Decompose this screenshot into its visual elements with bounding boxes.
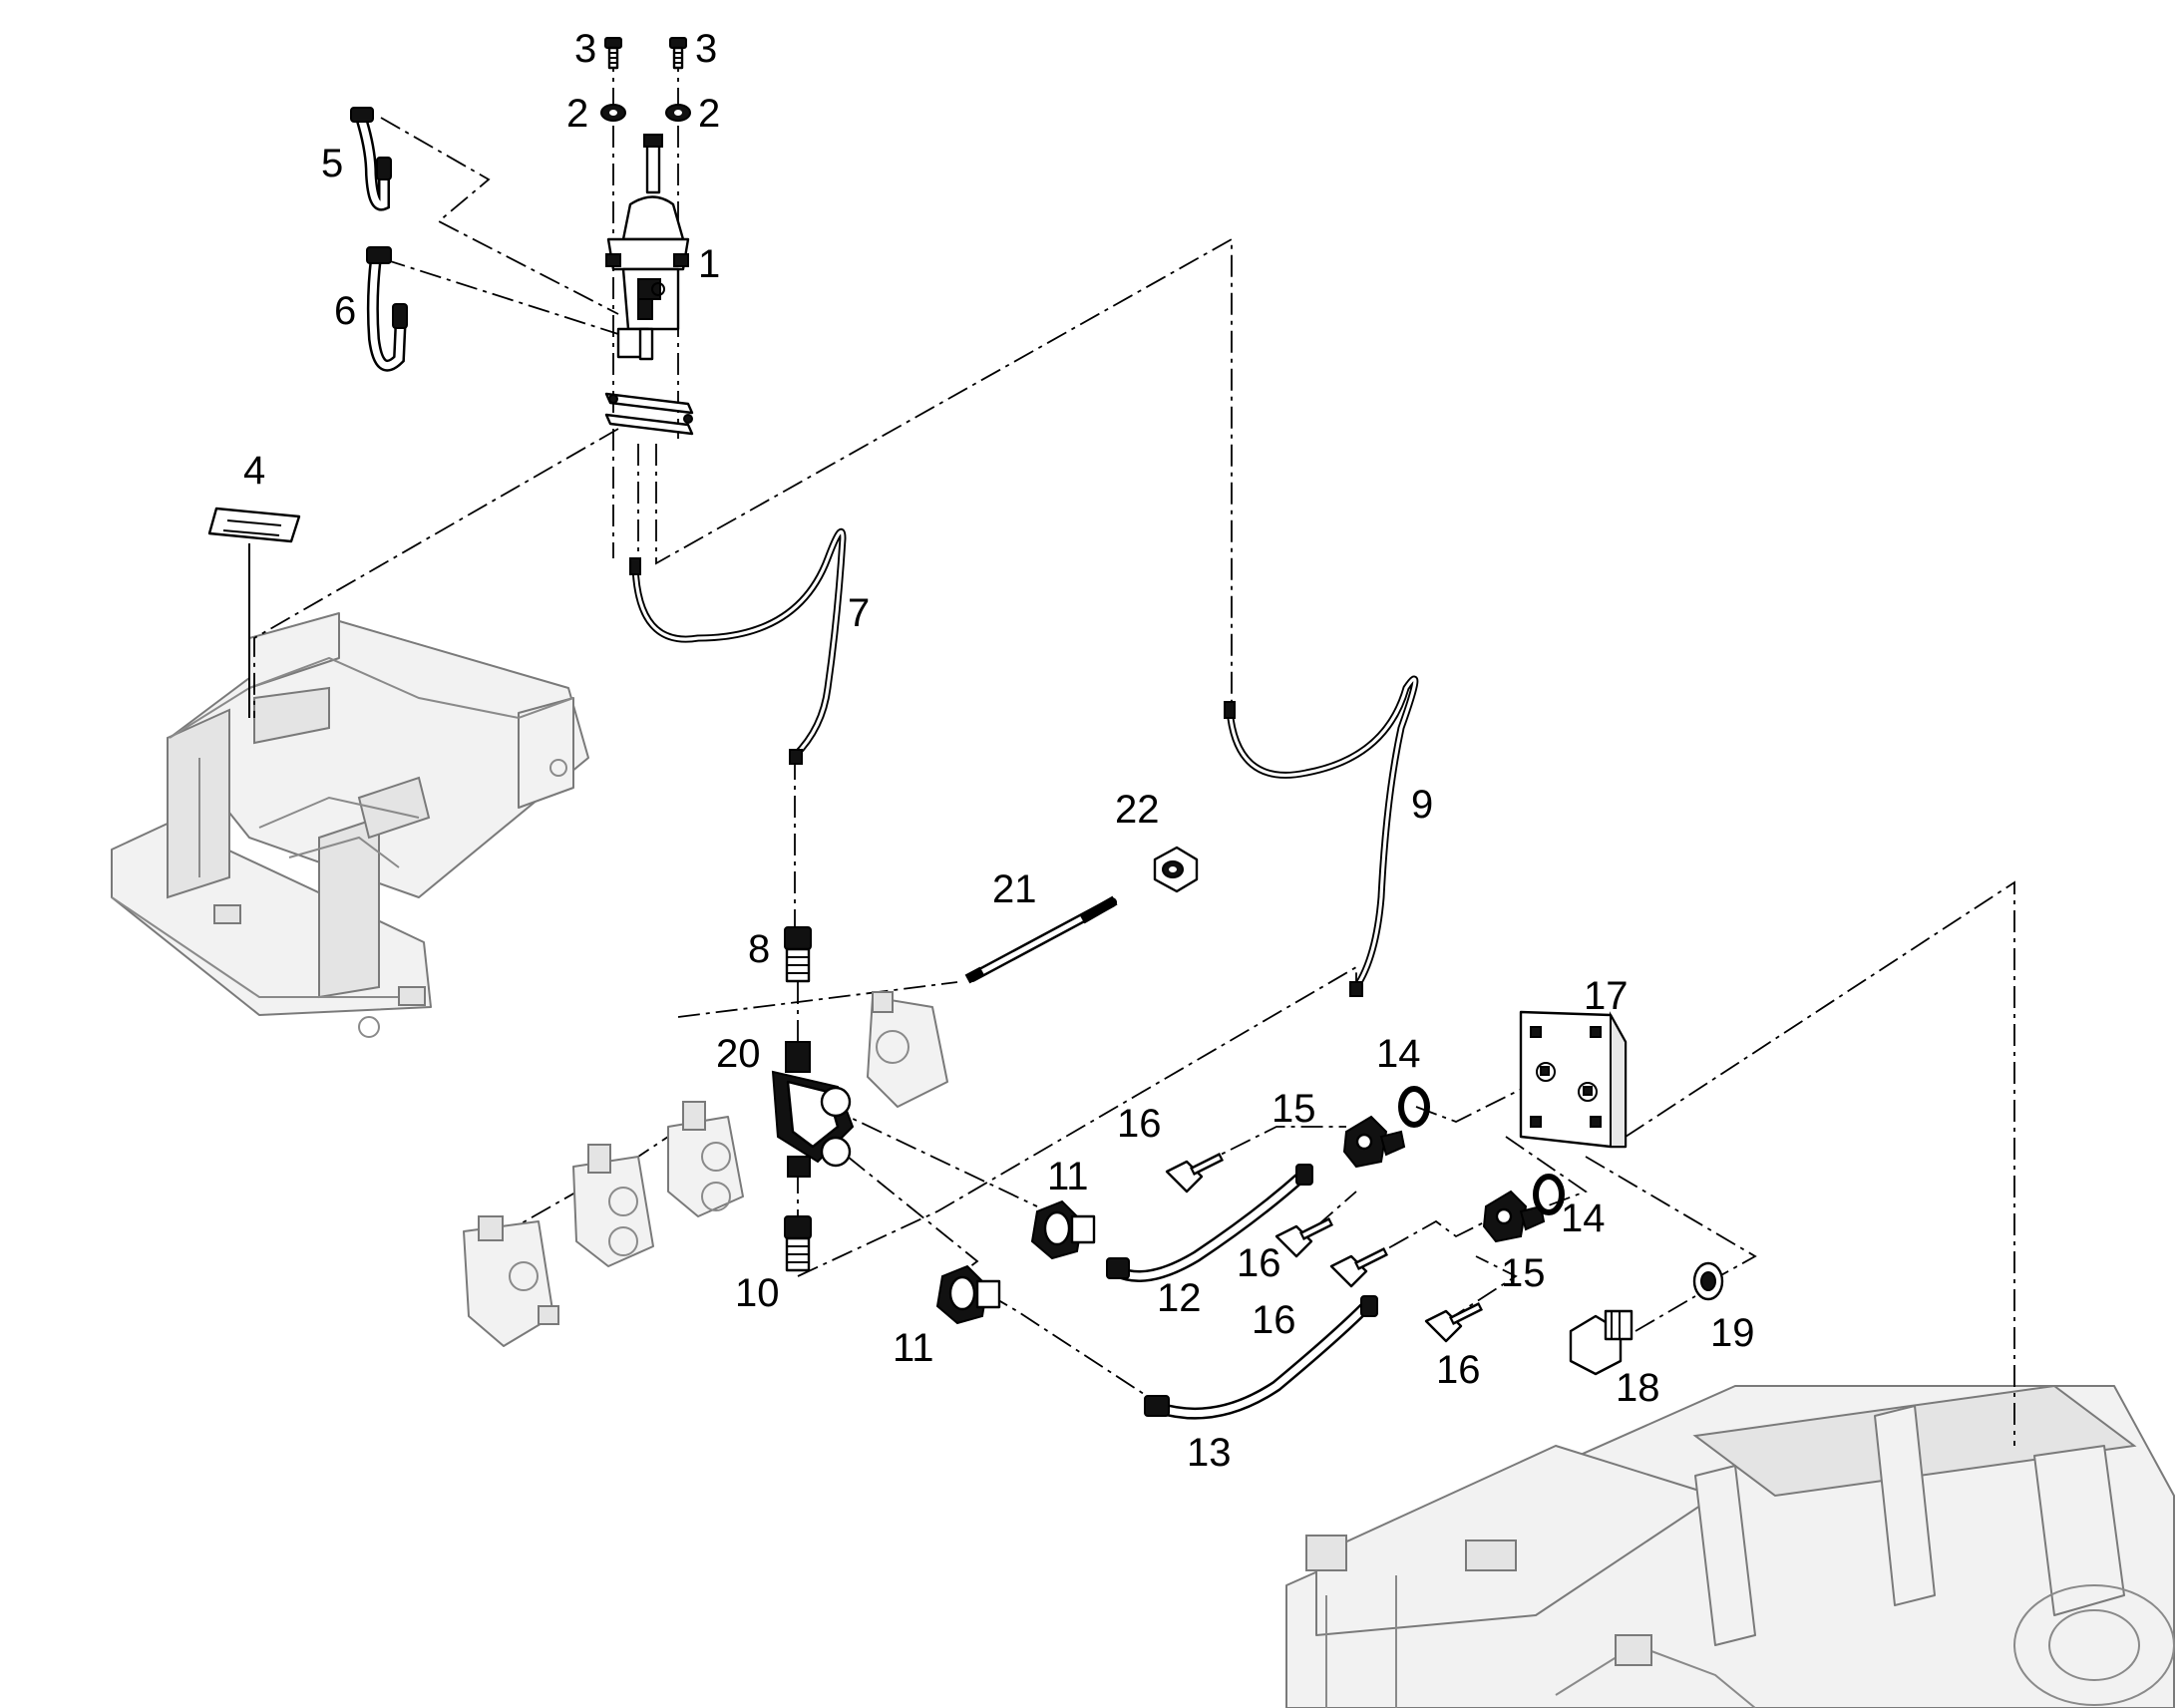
screw-3-left: [604, 37, 622, 70]
label-3-left: 3: [574, 27, 596, 71]
label-13: 13: [1187, 1431, 1232, 1475]
main-frame-right: [1285, 1384, 2175, 1708]
o-ring-14-upper: [1398, 1086, 1430, 1128]
hydraulic-hose-12: [1106, 1164, 1313, 1282]
label-11-lower: 11: [893, 1326, 934, 1370]
joystick-base-plate: [604, 392, 694, 436]
label-1: 1: [698, 242, 720, 286]
label-18: 18: [1616, 1366, 1660, 1410]
hydraulic-hose-5: [350, 107, 392, 211]
label-12: 12: [1157, 1276, 1202, 1320]
clamp-15-lower: [1482, 1190, 1546, 1243]
label-2-left: 2: [566, 92, 588, 136]
label-5: 5: [321, 142, 343, 185]
label-14-lower: 14: [1561, 1196, 1606, 1240]
hydraulic-hose-6: [366, 246, 408, 372]
label-15-upper: 15: [1272, 1087, 1316, 1131]
bolt-16-c: [1329, 1246, 1389, 1288]
label-16-a: 16: [1117, 1102, 1162, 1146]
washer-2-left: [600, 104, 626, 122]
callout-labels: 1 2 2 3 3 4 5 6 7 8 9 10 11 11 12 13 14 …: [243, 27, 1755, 1475]
bolt-16-a: [1165, 1152, 1225, 1194]
washer-19: [1692, 1261, 1724, 1301]
control-cable-7: [629, 527, 847, 765]
valve-section-20: [771, 1041, 855, 1178]
fitting-8: [784, 926, 812, 983]
label-16-b: 16: [1237, 1241, 1281, 1285]
adapter-11-upper: [1030, 1199, 1096, 1260]
cab-frame-left: [111, 612, 589, 1038]
label-2-right: 2: [698, 92, 720, 136]
label-19: 19: [1710, 1311, 1755, 1355]
label-15-lower: 15: [1501, 1251, 1546, 1295]
label-10: 10: [735, 1271, 780, 1315]
label-8: 8: [748, 927, 770, 971]
control-cable-9: [1224, 675, 1419, 997]
label-16-c: 16: [1252, 1298, 1296, 1342]
label-22: 22: [1115, 788, 1160, 832]
mounting-plate-17: [1519, 1010, 1628, 1149]
label-21: 21: [992, 867, 1037, 911]
label-17: 17: [1584, 974, 1629, 1018]
label-20: 20: [716, 1032, 761, 1076]
label-9: 9: [1411, 783, 1433, 827]
plug-18: [1569, 1309, 1634, 1376]
o-ring-14-lower: [1533, 1174, 1565, 1215]
label-11-upper: 11: [1047, 1155, 1089, 1198]
valve-stack-sections: [463, 991, 948, 1347]
hydraulic-hose-13: [1144, 1295, 1378, 1420]
bolt-16-b: [1274, 1216, 1334, 1258]
fitting-10: [784, 1215, 812, 1272]
label-16-d: 16: [1436, 1348, 1481, 1392]
bolt-16-d: [1424, 1301, 1484, 1343]
screw-3-right: [669, 37, 687, 70]
adapter-11-lower: [935, 1264, 1001, 1325]
label-3-right: 3: [695, 27, 717, 71]
label-7: 7: [848, 591, 870, 635]
tie-rod-21: [964, 895, 1118, 984]
joystick-control: [605, 134, 690, 361]
nut-22: [1153, 846, 1199, 893]
label-4: 4: [243, 449, 265, 493]
label-14-upper: 14: [1376, 1032, 1421, 1076]
clamp-15-upper: [1342, 1115, 1406, 1169]
decal-4: [207, 507, 301, 718]
washer-2-right: [665, 104, 691, 122]
label-6: 6: [334, 289, 356, 333]
